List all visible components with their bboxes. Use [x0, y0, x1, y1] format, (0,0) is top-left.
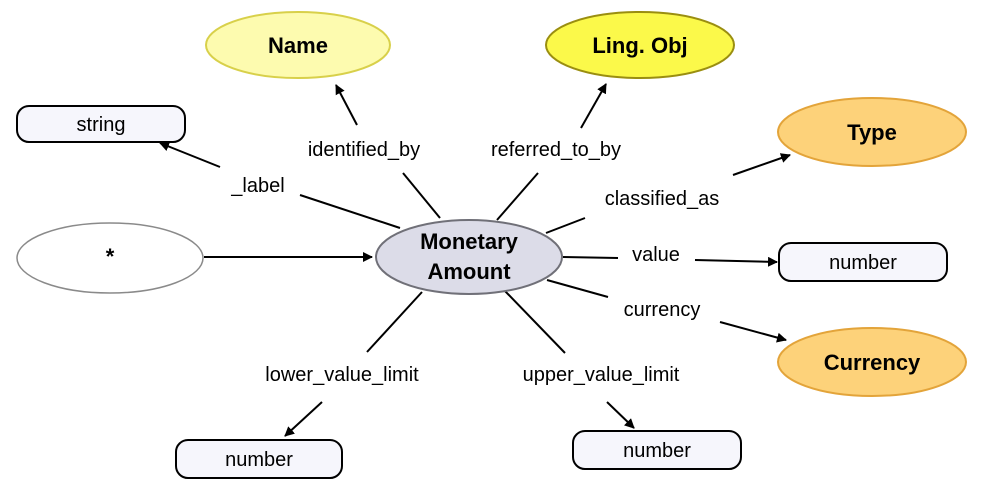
node-name-label: Name: [268, 33, 328, 58]
edge-value-upper: [694, 256, 778, 267]
edge-upper-value-limit-lower: [606, 401, 635, 429]
edge-label-lower: [299, 194, 401, 229]
edge-label-upper: [159, 141, 221, 168]
edge-identified-by-upper: [335, 84, 358, 126]
node-string-shape: [16, 105, 186, 143]
node-star-label: *: [106, 244, 115, 269]
node-value-number: number: [778, 242, 948, 282]
node-ling-obj-label: Ling. Obj: [592, 33, 687, 58]
node-monetary-amount-line2: Amount: [427, 259, 511, 284]
edge-label-classified-as: classified_as: [605, 188, 720, 210]
edges: [159, 83, 791, 437]
node-value-number-shape: [778, 242, 948, 282]
node-ling-obj-shape: [545, 11, 735, 79]
node-monetary-amount: Monetary Amount: [375, 219, 563, 295]
node-type: Type: [777, 97, 967, 167]
edge-label-currency: currency: [624, 299, 701, 321]
node-upper-number: number: [572, 430, 742, 470]
edge-currency-lower: [546, 279, 609, 298]
edge-value-lower: [562, 256, 619, 259]
node-value-number-label: number: [829, 252, 897, 274]
node-monetary-amount-line1: Monetary: [420, 229, 519, 254]
edge-classified-as-upper: [732, 153, 791, 176]
edge-label-referred-to-by: referred_to_by: [491, 139, 621, 161]
node-string-label: string: [77, 114, 126, 136]
node-name: Name: [205, 11, 391, 79]
edge-classified-as-lower: [545, 217, 586, 234]
node-currency-shape: [777, 327, 967, 397]
edge-label-label: _label: [230, 175, 284, 197]
node-lower-number: number: [175, 439, 343, 479]
edge-lower-value-limit-lower: [284, 401, 323, 437]
node-star-shape: [16, 222, 204, 294]
edge-label-upper-value-limit: upper_value_limit: [523, 364, 680, 386]
node-upper-number-label: number: [623, 440, 691, 462]
node-name-shape: [205, 11, 391, 79]
edge-referred-to-by-lower: [496, 172, 539, 221]
edge-identified-by-lower: [402, 172, 441, 219]
node-type-shape: [777, 97, 967, 167]
node-type-label: Type: [847, 120, 897, 145]
node-currency: Currency: [777, 327, 967, 397]
node-ling-obj: Ling. Obj: [545, 11, 735, 79]
edge-label-lower-value-limit: lower_value_limit: [265, 364, 419, 386]
edge-label-value: value: [632, 244, 680, 266]
edge-upper-value-limit-upper: [504, 290, 566, 354]
node-lower-number-label: number: [225, 449, 293, 471]
edge-labels: identified_by referred_to_by _label clas…: [230, 139, 719, 386]
node-string: string: [16, 105, 186, 143]
node-upper-number-shape: [572, 430, 742, 470]
edge-label-identified-by: identified_by: [308, 139, 420, 161]
node-currency-label: Currency: [824, 350, 921, 375]
edge-lower-value-limit-upper: [366, 291, 423, 353]
node-lower-number-shape: [175, 439, 343, 479]
edge-currency-upper: [719, 321, 787, 343]
edge-referred-to-by-upper: [580, 83, 607, 129]
node-monetary-amount-shape: [375, 219, 563, 295]
node-star: *: [16, 222, 204, 294]
